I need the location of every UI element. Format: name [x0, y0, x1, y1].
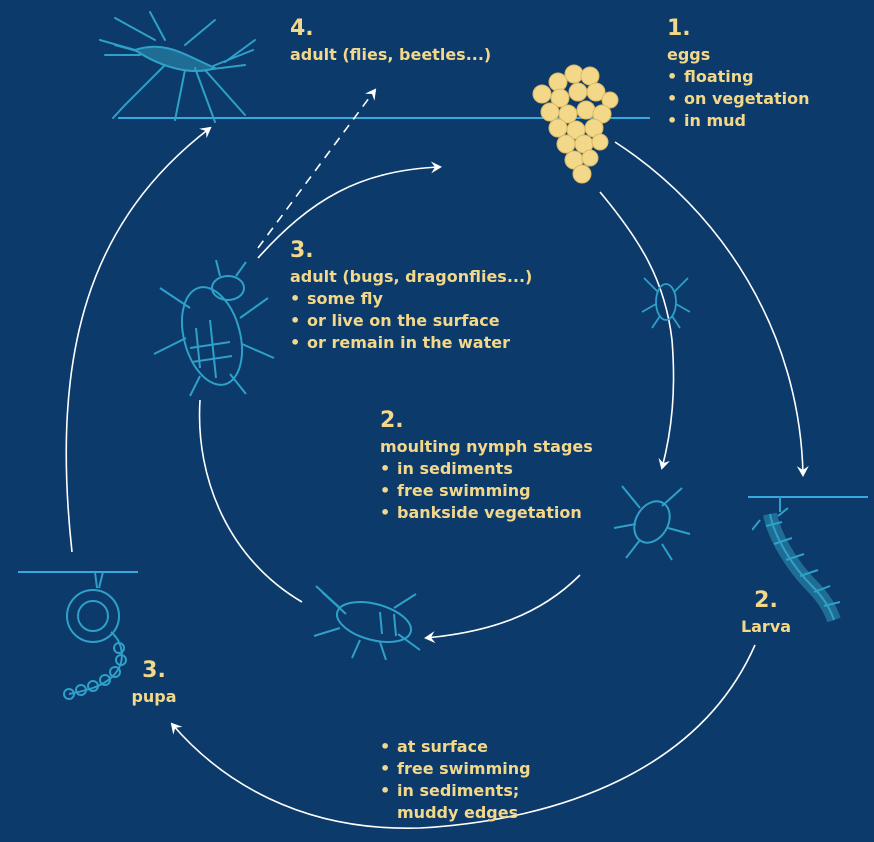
stage-pupa-title: pupa	[131, 687, 177, 706]
stage-adult-flies-label: 4. adult (flies, beetles...)	[290, 14, 491, 66]
list-item: in sediments;	[380, 780, 531, 802]
small-nymph-icon	[641, 277, 691, 329]
list-item: free swimming	[380, 480, 593, 502]
arrow-nymph-to-adult	[198, 399, 303, 603]
stage-adult-flies-title: adult (flies, beetles...)	[290, 45, 492, 64]
list-item: or remain in the water	[290, 332, 532, 354]
stage-nymph-label: 2. moulting nymph stages in sediments fr…	[380, 406, 593, 524]
stage-adult-flies-number: 4.	[290, 16, 314, 41]
stage-pupa-number: 3.	[142, 658, 166, 683]
arrow-larva-to-pupa	[170, 644, 756, 829]
list-item: in sediments	[380, 458, 593, 480]
larva-habitat-list: at surface free swimming in sediments; m…	[380, 736, 531, 824]
stage-eggs-title: eggs	[667, 45, 711, 64]
stage-larva-number: 2.	[754, 588, 778, 613]
list-item: muddy edges	[397, 803, 519, 822]
arrow-adult-to-eggs	[257, 161, 442, 259]
larva-habitat-list-label: at surface free swimming in sediments; m…	[380, 736, 531, 824]
list-item: on vegetation	[667, 88, 810, 110]
stage-nymph-title: moulting nymph stages	[380, 437, 593, 456]
nymph-bottom-icon	[313, 585, 421, 660]
egg-cluster-icon	[532, 64, 619, 184]
nymph-icon	[613, 485, 691, 561]
stage-adult-bugs-number: 3.	[290, 238, 314, 263]
arrow-pupa-to-adult	[65, 126, 212, 553]
list-item: floating	[667, 66, 810, 88]
arrow-adult-fly-dashed	[257, 88, 377, 249]
list-item: or live on the surface	[290, 310, 532, 332]
stage-eggs-list: floating on vegetation in mud	[667, 66, 810, 132]
stage-eggs-label: 1. eggs floating on vegetation in mud	[667, 14, 810, 132]
list-item: some fly	[290, 288, 532, 310]
stage-adult-bugs-label: 3. adult (bugs, dragonflies...) some fly…	[290, 236, 532, 354]
adult-bug-icon	[153, 259, 275, 397]
stage-larva-title: Larva	[740, 617, 792, 636]
larva-icon	[752, 496, 841, 623]
stage-larva-label: 2. Larva	[732, 586, 800, 638]
arrow-eggs-to-larva	[614, 141, 809, 477]
stage-adult-bugs-title: adult (bugs, dragonflies...)	[290, 267, 533, 286]
list-item: at surface	[380, 736, 531, 758]
stage-pupa-label: 3. pupa	[122, 656, 186, 708]
stage-nymph-list: in sediments free swimming bankside vege…	[380, 458, 593, 524]
mosquito-icon	[99, 11, 256, 123]
list-item: in mud	[667, 110, 810, 132]
arrow-eggs-to-nymph	[599, 191, 675, 470]
stage-nymph-number: 2.	[380, 408, 404, 433]
pupa-icon	[63, 572, 127, 700]
list-item: bankside vegetation	[380, 502, 593, 524]
stage-adult-bugs-list: some fly or live on the surface or remai…	[290, 288, 532, 354]
arrow-nymph-to-nymph	[424, 574, 581, 644]
list-item: free swimming	[380, 758, 531, 780]
stage-eggs-number: 1.	[667, 16, 691, 41]
